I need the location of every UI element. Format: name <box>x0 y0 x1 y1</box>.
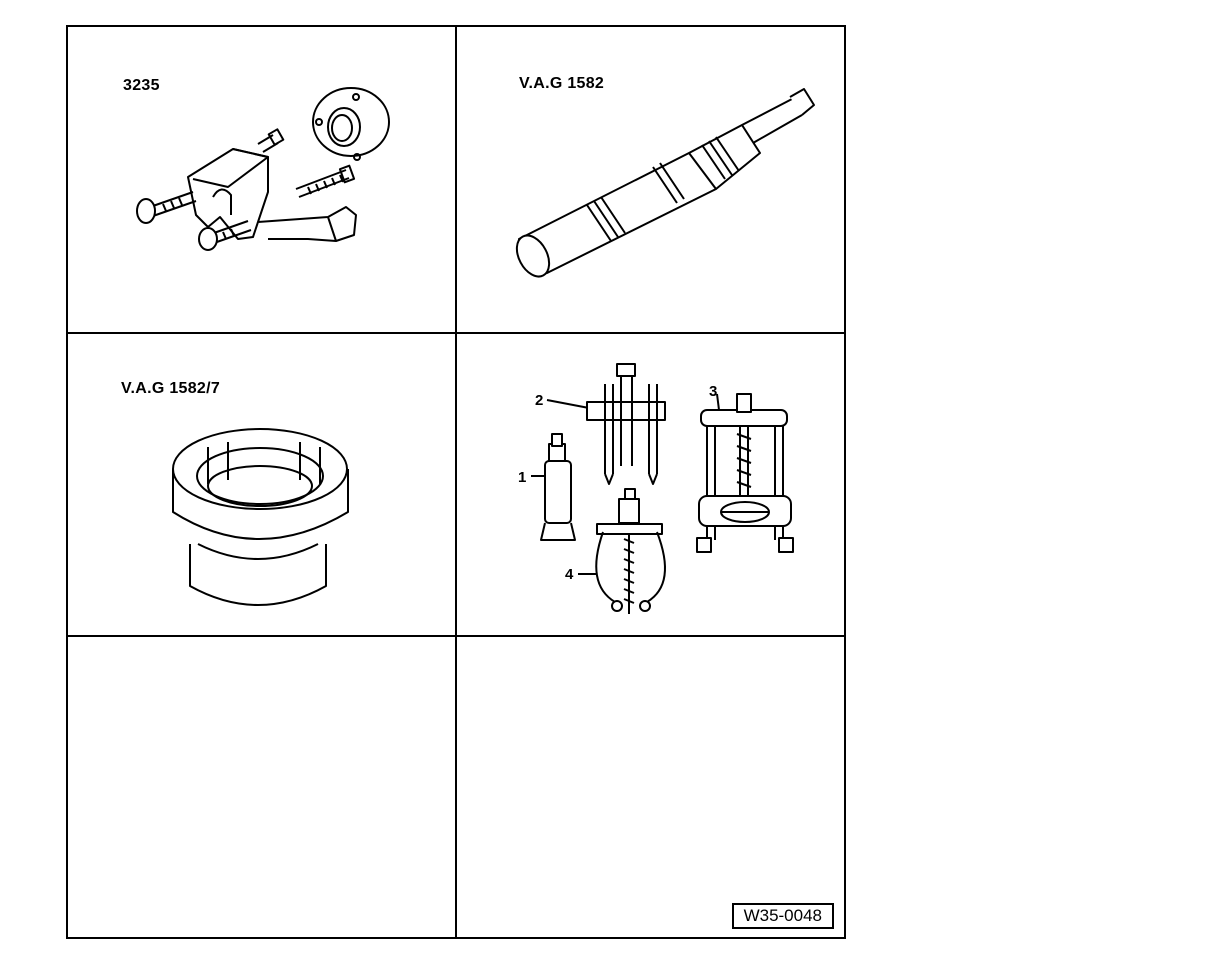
panel-empty-bottom-right: W35-0048 <box>457 637 844 937</box>
socket-sleeve-icon <box>172 428 349 606</box>
panel-3235: 3235 <box>68 27 455 332</box>
panel-vag-1582-7: V.A.G 1582/7 <box>68 334 455 635</box>
grid-divider-vertical <box>455 27 457 937</box>
callout-3: 3 <box>709 383 718 400</box>
panel-puller-set: 2 3 1 4 <box>457 334 844 635</box>
grid-divider-horizontal-2 <box>68 635 844 637</box>
panel-empty-bottom-left <box>68 637 455 937</box>
tool-label-vag-1582: V.A.G 1582 <box>519 75 605 92</box>
tool-label-3235: 3235 <box>123 77 160 94</box>
figure-reference: W35-0048 <box>731 903 834 929</box>
cylindrical-shaft-tool-icon <box>515 88 815 278</box>
grid-divider-horizontal-1 <box>68 332 844 334</box>
tool-label-vag-1582-7: V.A.G 1582/7 <box>121 380 221 397</box>
callout-1: 1 <box>518 469 527 486</box>
callout-2: 2 <box>535 392 544 409</box>
bracket-tool-with-bolts-and-flange-icon <box>136 87 390 251</box>
panel-vag-1582: V.A.G 1582 <box>457 27 844 332</box>
tool-sheet: 3235 <box>66 25 846 939</box>
puller-set-icon <box>531 363 794 614</box>
callout-4: 4 <box>565 566 574 583</box>
